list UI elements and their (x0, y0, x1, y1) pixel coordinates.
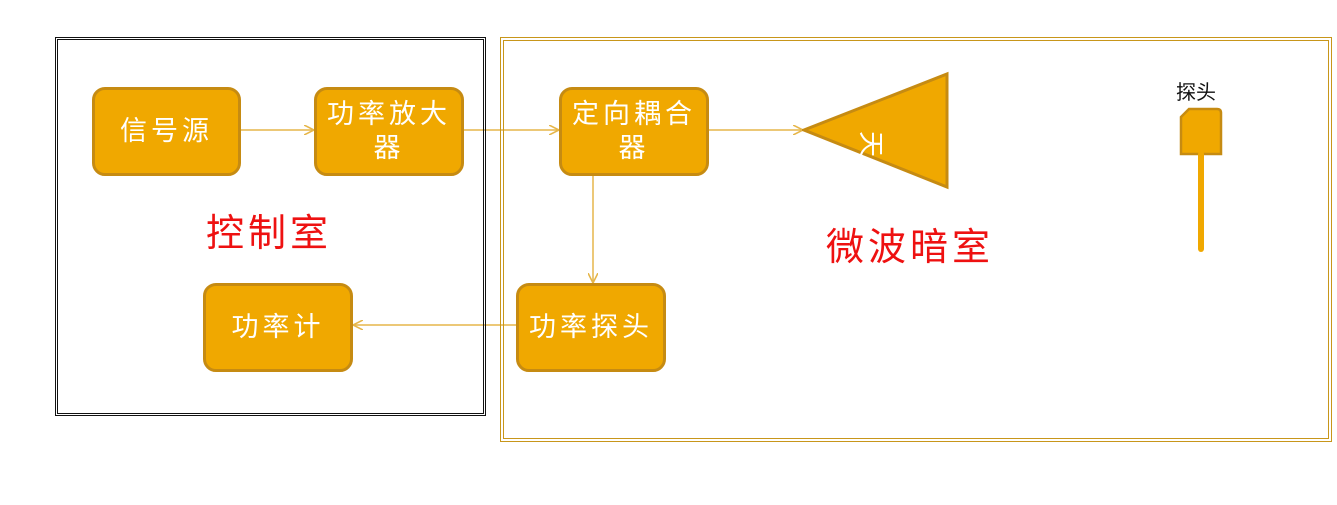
control-room-label: 控制室 (206, 211, 333, 255)
anechoic-chamber-frame (500, 37, 1332, 442)
anechoic-chamber-label: 微波暗室 (826, 225, 995, 269)
directional-coupler-block[interactable]: 定向耦合器 (559, 87, 709, 176)
power-amplifier-block[interactable]: 功率放大器 (314, 87, 464, 176)
control-room-frame (55, 37, 486, 416)
antenna-triangle[interactable] (802, 71, 952, 191)
power-meter-block[interactable]: 功率计 (203, 283, 353, 372)
probe-label: 探头 (1176, 80, 1216, 104)
signal-source-block[interactable]: 信号源 (92, 87, 241, 176)
power-probe-block[interactable]: 功率探头 (516, 283, 666, 372)
probe-icon[interactable] (1175, 104, 1227, 254)
